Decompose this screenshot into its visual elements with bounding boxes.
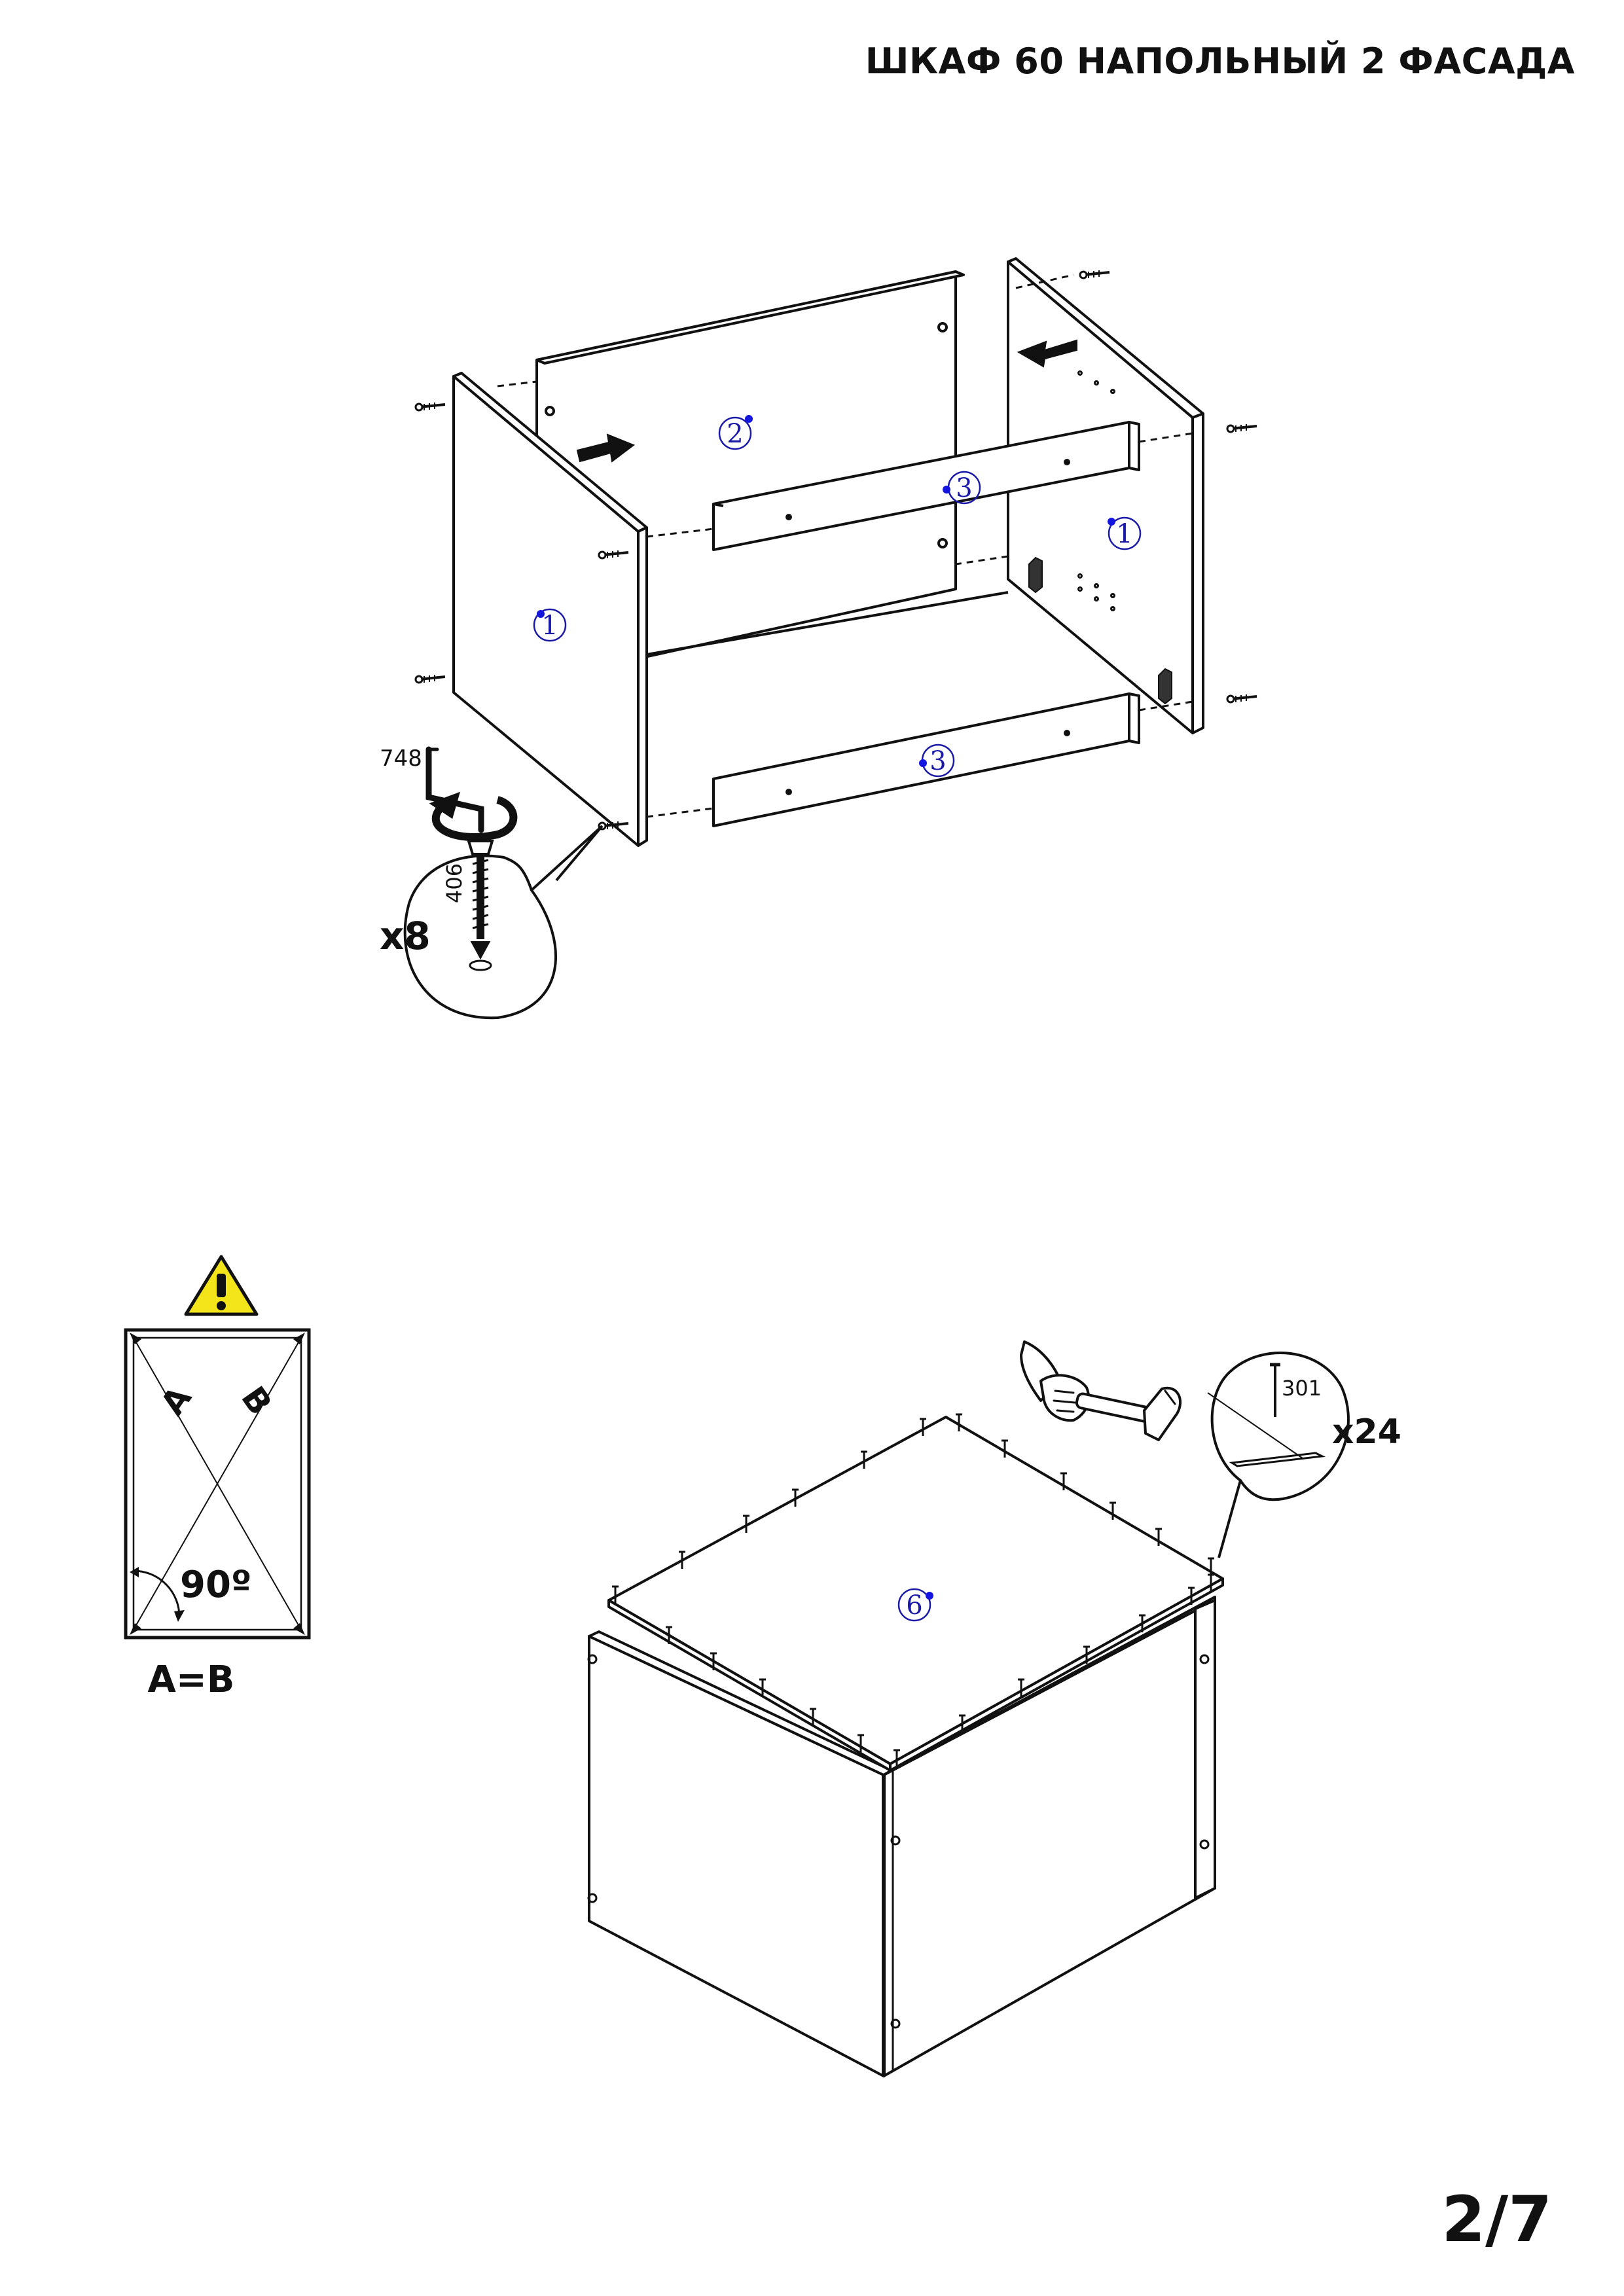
right-side-panel <box>1007 257 1204 734</box>
svg-text:1: 1 <box>541 611 558 641</box>
tool-code: 748 <box>380 745 422 772</box>
rotate-arrow-icon <box>429 791 518 841</box>
part-label-back-hardboard: 6 <box>897 1588 933 1622</box>
part-label-upper-rail: 3 <box>943 471 981 505</box>
step1-part-labels: 1 2 3 1 3 <box>533 415 1142 778</box>
nail-icon <box>1270 1363 1280 1417</box>
warning-triangle-icon <box>184 1255 259 1316</box>
screw-detail-callout <box>403 746 604 1020</box>
equality-label: A=B <box>148 1659 235 1701</box>
svg-text:1: 1 <box>1116 519 1132 549</box>
insert-arrows <box>576 339 1077 463</box>
document-title: ШКАФ 60 НАПОЛЬНЫЙ 2 ФАСАДА <box>865 41 1575 82</box>
confirmat-screw-icon <box>467 840 494 971</box>
lower-rail <box>712 692 1140 827</box>
svg-text:6: 6 <box>906 1590 922 1621</box>
screw-quantity: x8 <box>380 914 431 958</box>
nail-detail-callout <box>1207 1352 1350 1558</box>
part-label-left-side: 1 <box>533 608 567 642</box>
part-label-lower-rail: 3 <box>919 744 955 778</box>
nail-code: 301 <box>1282 1376 1322 1401</box>
screw-code: 406 <box>442 863 467 903</box>
hammer-icon <box>1020 1340 1182 1441</box>
page-number: 2/7 <box>1441 2183 1552 2256</box>
arrow-left-icon <box>1017 339 1077 368</box>
left-side-panel <box>452 372 648 847</box>
step1-frame-assembly <box>452 257 1204 847</box>
upper-rail <box>712 421 1140 551</box>
part-label-right-side: 1 <box>1108 516 1142 550</box>
svg-text:3: 3 <box>956 473 972 503</box>
svg-text:3: 3 <box>929 746 946 776</box>
part-label-back-panel: 2 <box>718 415 753 450</box>
svg-text:2: 2 <box>727 419 743 449</box>
arrow-right-icon <box>576 433 636 463</box>
squaring-diagram <box>124 1328 311 1640</box>
hardboard-back-panel <box>607 1416 1224 1772</box>
angle-label: 90º <box>180 1564 252 1606</box>
nail-quantity: x24 <box>1332 1412 1401 1452</box>
